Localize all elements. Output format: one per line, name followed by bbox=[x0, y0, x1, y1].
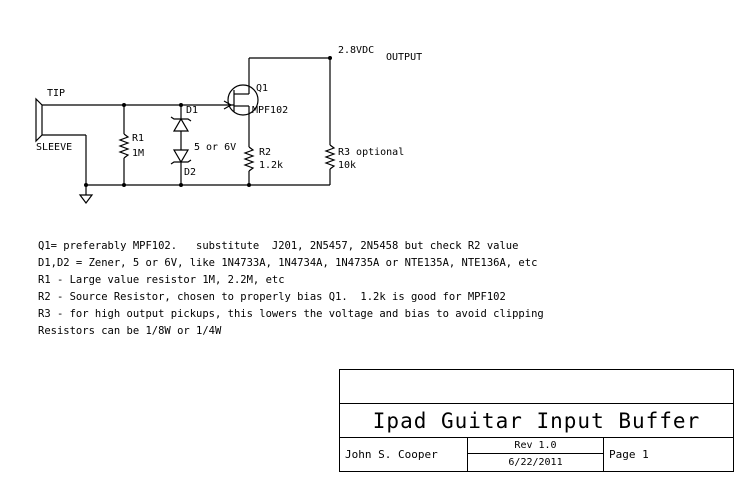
d2-label: D2 bbox=[184, 167, 196, 178]
tip-label: TIP bbox=[47, 88, 65, 99]
ground-icon bbox=[78, 194, 94, 204]
q1-part-label: MPF102 bbox=[252, 105, 288, 116]
title-block: Ipad Guitar Input Buffer John S. Cooper … bbox=[339, 369, 734, 472]
r2-value-label: 1.2k bbox=[259, 160, 283, 171]
zener-voltage-label: 5 or 6V bbox=[194, 142, 236, 153]
notes: Q1= preferably MPF102. substitute J201, … bbox=[38, 238, 598, 340]
d1-label: D1 bbox=[186, 105, 198, 116]
q1-label: Q1 bbox=[256, 83, 268, 94]
title-block-date: 6/22/2011 bbox=[468, 454, 604, 471]
title-block-page: Page 1 bbox=[609, 448, 649, 461]
r1-resistor bbox=[118, 133, 130, 159]
title-block-header bbox=[340, 370, 733, 404]
note-r3: R3 - for high output pickups, this lower… bbox=[38, 308, 544, 320]
note-resistors: Resistors can be 1/8W or 1/4W bbox=[38, 325, 222, 337]
note-q1: Q1= preferably MPF102. substitute J201, … bbox=[38, 240, 519, 252]
d2-zener-diode bbox=[170, 149, 192, 165]
title-block-title: Ipad Guitar Input Buffer bbox=[340, 404, 733, 438]
r1-label: R1 bbox=[132, 133, 144, 144]
sleeve-label: SLEEVE bbox=[36, 142, 72, 153]
r2-resistor bbox=[243, 146, 255, 172]
title-block-author: John S. Cooper bbox=[340, 438, 468, 471]
q1-jfet bbox=[223, 84, 259, 118]
r2-label: R2 bbox=[259, 147, 271, 158]
note-r1: R1 - Large value resistor 1M, 2.2M, etc bbox=[38, 274, 285, 286]
r3-value-label: 10k bbox=[338, 160, 356, 171]
note-diodes: D1,D2 = Zener, 5 or 6V, like 1N4733A, 1N… bbox=[38, 257, 538, 269]
r3-resistor bbox=[324, 144, 336, 170]
d1-zener-diode bbox=[170, 116, 192, 132]
output-label: OUTPUT bbox=[386, 52, 422, 63]
r3-label: R3 optional bbox=[338, 147, 404, 158]
r1-value-label: 1M bbox=[132, 148, 144, 159]
title-block-revision: Rev 1.0 bbox=[468, 438, 604, 454]
input-jack bbox=[35, 97, 124, 143]
supply-label: 2.8VDC bbox=[338, 45, 374, 56]
note-r2: R2 - Source Resistor, chosen to properly… bbox=[38, 291, 506, 303]
